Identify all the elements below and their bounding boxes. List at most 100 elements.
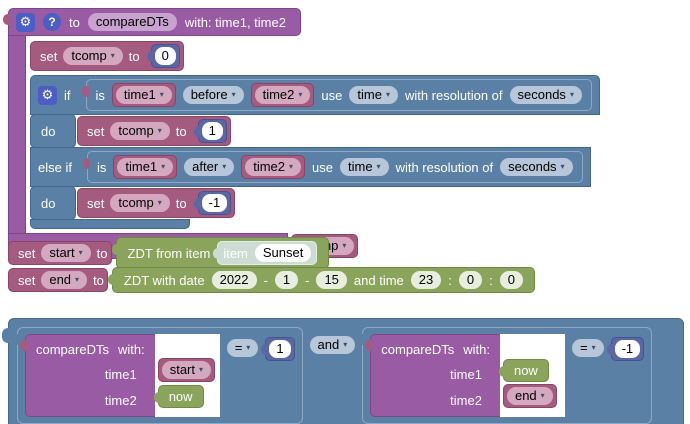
number-block[interactable]: 1 [261,337,295,361]
set-variable-block[interactable]: set start▾ to [8,241,112,265]
function-params-label: with: time1, time2 [184,14,286,30]
if-block-footer [30,219,190,229]
to-label: to [128,48,140,64]
do-stub: do [30,186,76,220]
function-body-spine [8,36,26,233]
day-field[interactable]: 15 [316,271,347,289]
use-dropdown[interactable]: time▾ [339,158,389,176]
variable-dropdown[interactable]: start▾ [41,244,91,262]
variable-dropdown[interactable]: time2▾ [254,86,311,104]
chevron-down-icon: ▾ [78,248,83,257]
date-separator: - [263,272,268,288]
datetime-compare-block[interactable]: is time1▾ after▾ time2 [82,151,583,183]
set-variable-block[interactable]: set tcomp▾ to 0 [30,41,184,71]
call-body[interactable]: compareDTs with: time1 time2 [370,334,500,417]
year-field[interactable]: 2022 [211,271,257,289]
and-operator-dropdown[interactable]: and▾ [309,336,356,354]
compare-operator-dropdown[interactable]: =▾ [226,339,259,357]
set-label: set [18,272,36,288]
variable-get-block[interactable]: time1▾ [111,83,176,107]
function-call-block[interactable]: compareDTs with: time1 time2 now end▾ [370,334,565,417]
now-block[interactable]: now [498,358,549,382]
variable-get-block[interactable]: time2▾ [241,155,306,179]
mutator-gear-icon[interactable]: ⚙ [16,12,35,32]
function-name-field[interactable]: compareDTs [87,13,177,31]
if-block[interactable]: ⚙ if is time1▾ before▾ [30,75,600,229]
call-body[interactable]: compareDTs with: time1 time2 [25,334,155,417]
number-block[interactable]: 0 [146,44,180,68]
month-field[interactable]: 1 [274,271,299,289]
date-separator: - [305,272,310,288]
set-label: set [87,123,105,139]
to-label: to [175,195,187,211]
number-field[interactable]: -1 [201,194,228,212]
with-label: with: [117,342,145,357]
second-field[interactable]: 0 [499,271,523,289]
variable-dropdown[interactable]: end▾ [506,387,553,405]
time2-arg-label: time2 [450,392,482,408]
variable-get-block[interactable]: time2▾ [250,83,315,107]
function-definition-block[interactable]: ⚙ ? to compareDTs with: time1, time2 set… [8,8,600,259]
hour-field[interactable]: 23 [410,271,442,289]
zdt-from-item-block[interactable]: ZDT from item item Sunset [111,237,330,269]
mutator-gear-icon[interactable]: ⚙ [38,85,57,105]
number-block[interactable]: -1 [193,191,232,215]
chevron-down-icon: ▾ [560,162,565,171]
chevron-down-icon: ▾ [298,90,303,99]
variable-dropdown[interactable]: tcomp▾ [110,194,170,212]
to-label: to [175,123,187,139]
compare-operator-dropdown[interactable]: =▾ [571,339,604,357]
number-block[interactable]: -1 [606,337,645,361]
chevron-down-icon: ▾ [110,51,115,60]
chevron-down-icon: ▾ [591,343,596,352]
variable-dropdown[interactable]: end▾ [41,271,88,289]
number-field[interactable]: 0 [154,47,176,65]
variable-get-block[interactable]: end▾ [502,384,557,408]
use-label: use [312,159,333,175]
logic-and-block[interactable]: compareDTs with: time1 time2 start▾ now [2,318,684,424]
elseif-row[interactable]: else if is time1▾ after▾ [30,147,591,187]
variable-dropdown[interactable]: time1▾ [117,158,174,176]
variable-dropdown[interactable]: time1▾ [115,86,172,104]
datetime-compare-block[interactable]: is time1▾ before▾ time [81,79,592,111]
number-field[interactable]: 1 [201,122,223,140]
operator-dropdown[interactable]: before▾ [182,86,244,104]
set-variable-block[interactable]: set end▾ to [8,268,108,292]
resolution-dropdown[interactable]: seconds▾ [509,86,582,104]
use-dropdown[interactable]: time▾ [349,86,398,104]
function-header[interactable]: ⚙ ? to compareDTs with: time1, time2 [8,8,301,36]
variable-dropdown[interactable]: tcomp▾ [63,47,123,65]
logic-compare-block[interactable]: compareDTs with: time1 time2 now end▾ [358,327,653,424]
variable-dropdown[interactable]: time2▾ [245,158,302,176]
chevron-down-icon: ▾ [342,241,347,250]
variable-get-block[interactable]: start▾ [157,358,216,382]
help-icon[interactable]: ? [43,13,61,31]
logic-compare-block[interactable]: compareDTs with: time1 time2 start▾ now [13,327,303,424]
zdt-with-date-block[interactable]: ZDT with date 2022 - 1 - 15 and time 23 … [107,267,535,293]
to-label: to [69,14,80,30]
set-variable-block[interactable]: set tcomp▾ to 1 [77,116,231,146]
call-args-area: now end▾ [498,334,565,417]
chevron-down-icon: ▾ [343,340,348,349]
item-label: item [223,245,248,261]
if-row[interactable]: ⚙ if is time1▾ before▾ [30,75,600,115]
number-block[interactable]: 1 [193,119,227,143]
if-label: if [64,87,71,103]
operator-dropdown[interactable]: after▾ [184,158,235,176]
minute-field[interactable]: 0 [458,271,483,289]
chevron-down-icon: ▾ [569,90,574,99]
number-field[interactable]: 1 [269,340,291,358]
do-label: do [41,123,56,139]
item-name-field[interactable]: Sunset [254,244,312,262]
now-block[interactable]: now [153,384,204,408]
item-block[interactable]: item Sunset [213,241,318,265]
variable-get-block[interactable]: time1▾ [113,155,178,179]
variable-dropdown[interactable]: start▾ [161,361,212,379]
chevron-down-icon: ▾ [246,343,251,352]
chevron-down-icon: ▾ [540,391,545,400]
variable-dropdown[interactable]: tcomp▾ [110,122,170,140]
function-call-block[interactable]: compareDTs with: time1 time2 start▾ now [25,334,220,417]
number-field[interactable]: -1 [614,340,641,358]
resolution-dropdown[interactable]: seconds▾ [500,158,573,176]
set-variable-block[interactable]: set tcomp▾ to -1 [77,188,236,218]
